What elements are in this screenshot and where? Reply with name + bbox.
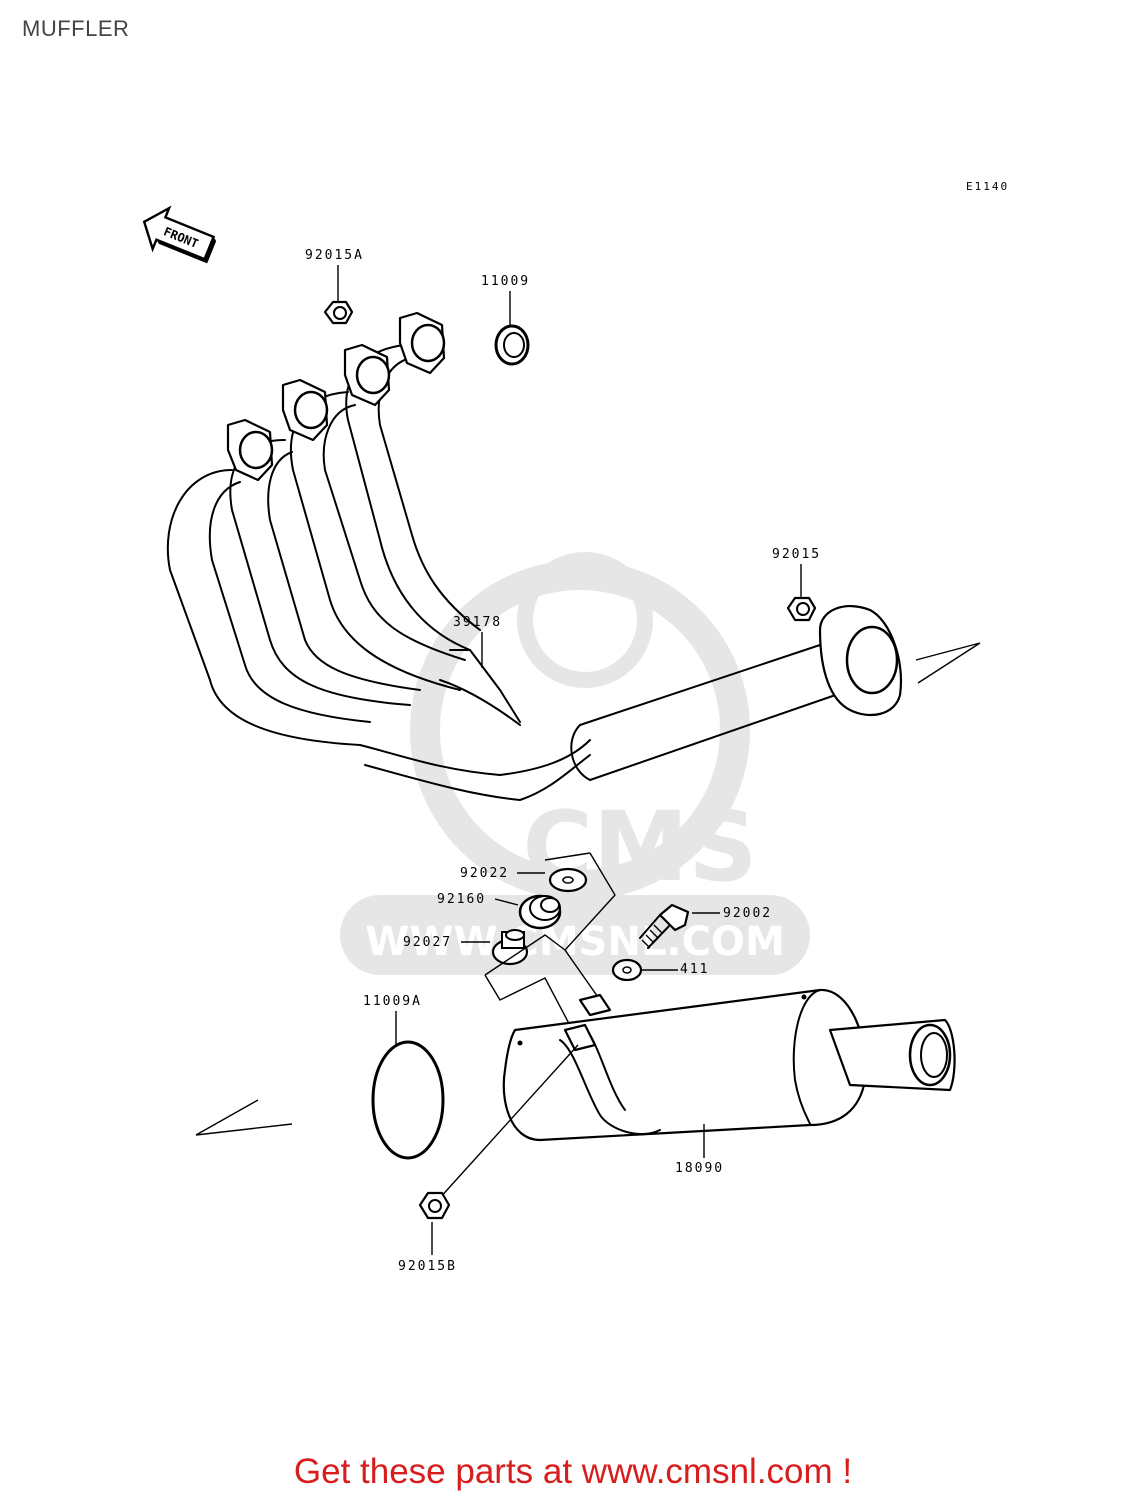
page-title: MUFFLER [22,16,130,41]
reference-code: E1140 [966,180,1009,193]
part-label-92015b: 92015B [398,1259,457,1274]
part-label-92015: 92015 [772,547,821,562]
part-label-39178: 39178 [453,615,502,630]
muffler-18090 [502,988,956,1142]
rubber-damper-92160 [518,894,562,930]
front-direction-arrow: FRONT [142,205,217,264]
header-flange-4 [398,311,446,375]
part-label-92015a: 92015A [305,248,364,263]
part-label-18090: 18090 [675,1161,724,1176]
part-label-411: 411 [680,962,709,977]
flange-nut-92015b [418,1191,451,1220]
flange-nut-92015a [323,300,354,325]
exhaust-header-pipe-39178 [166,311,902,801]
gasket-11009 [494,324,530,366]
gasket-ring-11009a [371,1040,445,1160]
header-flange-2 [281,378,329,442]
header-flange-3 [343,343,391,407]
washer-92022 [548,867,588,893]
flange-nut-92015 [786,596,817,622]
watermark-url: WWW.CMSNL.COM [365,919,785,965]
part-label-92027: 92027 [403,935,452,950]
part-label-92022: 92022 [460,866,509,881]
bolt-92002 [639,903,690,949]
part-label-11009a: 11009A [363,994,422,1009]
collar-92027 [491,929,529,966]
part-label-92002: 92002 [723,906,772,921]
part-label-92160: 92160 [437,892,486,907]
part-label-11009: 11009 [481,274,530,289]
header-outlet-flange [818,605,902,717]
washer-411 [611,958,643,982]
get-parts-link[interactable]: Get these parts at www.cmsnl.com ! [293,1452,853,1491]
header-flange-1 [226,418,274,482]
cms-watermark: CMS WWW.CMSNL.COM [340,552,810,975]
